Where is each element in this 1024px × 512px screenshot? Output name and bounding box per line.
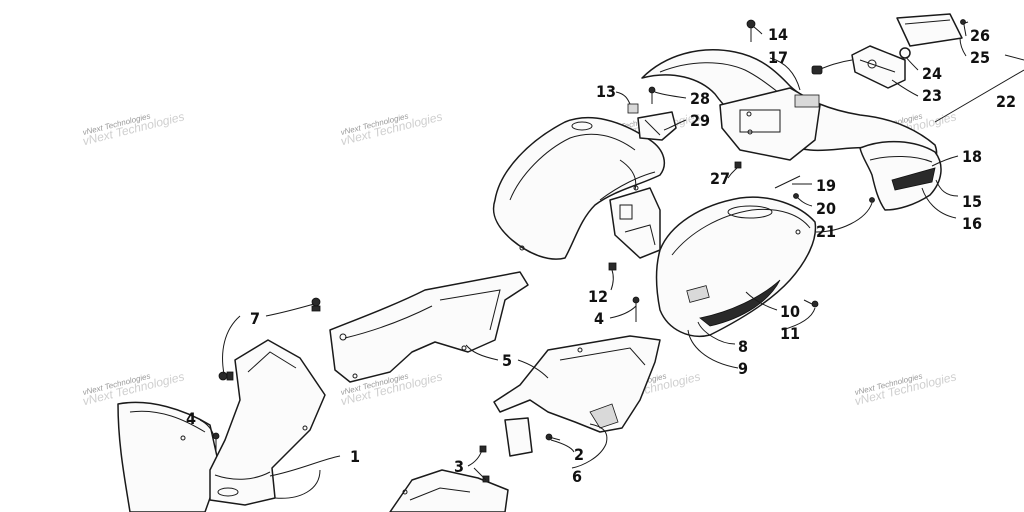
lower-center-fender xyxy=(389,469,509,512)
callout-14: 14 xyxy=(768,25,788,44)
callout-12: 12 xyxy=(588,287,608,306)
screw-4-left-icon xyxy=(212,432,220,452)
callout-27: 27 xyxy=(710,169,730,188)
watermark: vNext Technologies vNext Technologies xyxy=(853,369,958,408)
callout-7: 7 xyxy=(250,309,260,328)
callout-labels: 1 2 3 4 4 5 6 7 8 9 10 11 12 13 14 15 16… xyxy=(186,25,1016,486)
clip-bracket xyxy=(627,86,677,141)
watermark: vNext Technologies vNext Technologies xyxy=(339,109,444,148)
screw-11-icon xyxy=(803,299,819,308)
screw-26-icon xyxy=(960,19,966,25)
callout-11: 11 xyxy=(780,324,800,343)
callout-2: 2 xyxy=(574,445,584,464)
callout-13: 13 xyxy=(596,82,616,101)
callout-4a: 4 xyxy=(186,409,196,428)
pin-19-icon xyxy=(774,175,801,189)
right-footwell-panel xyxy=(493,335,661,457)
callout-29: 29 xyxy=(690,111,710,130)
watermark: vNext Technologies vNext Technologies xyxy=(81,109,186,148)
callout-10: 10 xyxy=(780,302,800,321)
callout-23: 23 xyxy=(922,86,942,105)
nut-3-lower-icon xyxy=(482,475,490,483)
callout-22: 22 xyxy=(996,92,1016,111)
parts xyxy=(117,13,1024,512)
screw-4-right-icon xyxy=(632,296,640,322)
callout-26: 26 xyxy=(970,26,990,45)
rear-side-panel xyxy=(859,140,942,211)
callout-9: 9 xyxy=(738,359,748,378)
rear-fender xyxy=(641,49,938,167)
screw-2-icon xyxy=(545,433,561,441)
callout-5: 5 xyxy=(502,351,512,370)
callout-15: 15 xyxy=(962,192,982,211)
leader-lines xyxy=(199,23,967,481)
callout-16: 16 xyxy=(962,214,982,233)
rod xyxy=(934,54,1024,123)
callout-1: 1 xyxy=(350,447,360,466)
tail-light-assembly xyxy=(811,45,911,89)
front-left-fender xyxy=(117,339,326,512)
push-rivet-7-lower-icon xyxy=(218,371,234,381)
center-bracket xyxy=(609,187,661,259)
callout-20: 20 xyxy=(816,199,836,218)
right-side-panel xyxy=(655,196,817,337)
callout-4b: 4 xyxy=(594,309,604,328)
callout-25: 25 xyxy=(970,48,990,67)
callout-3: 3 xyxy=(454,457,464,476)
clip-12-icon xyxy=(608,262,617,271)
nut-3-upper-icon xyxy=(479,445,487,453)
callout-18: 18 xyxy=(962,147,982,166)
screw-21-icon xyxy=(869,197,875,203)
callout-8: 8 xyxy=(738,337,748,356)
tail-light-lens xyxy=(896,13,969,47)
front-fender-shell xyxy=(492,116,666,260)
left-footwell-panel xyxy=(329,271,529,383)
callout-6: 6 xyxy=(572,467,582,486)
callout-28: 28 xyxy=(690,89,710,108)
nut-27-icon xyxy=(734,161,742,169)
callout-17: 17 xyxy=(768,48,788,67)
callout-19: 19 xyxy=(816,176,836,195)
callout-24: 24 xyxy=(922,64,942,83)
watermark: vNext Technologies vNext Technologies xyxy=(81,369,186,408)
callout-21: 21 xyxy=(816,222,836,241)
screw-14-icon xyxy=(746,19,756,42)
